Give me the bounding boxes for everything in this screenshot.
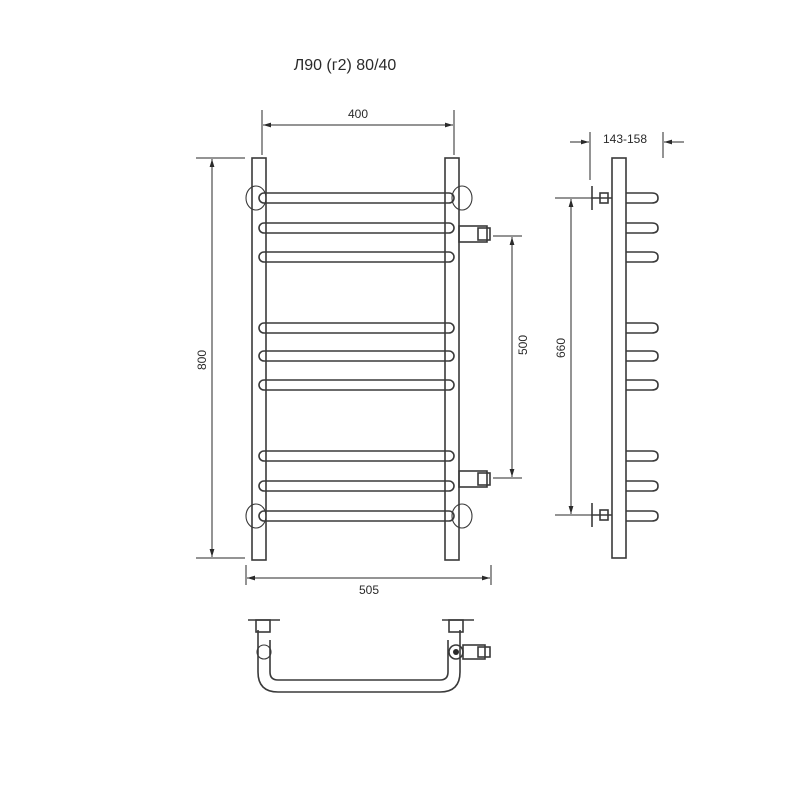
front-brackets [245,185,473,529]
dim-800: 800 [195,157,245,559]
side-rung [626,480,659,492]
dim-505: 505 [245,565,492,597]
drawing-title: Л90 (г2) 80/40 [294,57,397,74]
side-view [591,157,659,559]
side-rung [626,251,659,263]
dim-label-800: 800 [195,350,209,370]
front-rung [258,510,455,522]
left-post [251,157,267,561]
side-rung [626,510,659,522]
front-rung [258,192,455,204]
side-rung [626,222,659,234]
front-rungs [258,192,455,522]
dim-660: 660 [554,197,592,516]
side-rung [626,379,659,391]
side-rung [626,350,659,362]
front-rung [258,450,455,462]
connection-pipes [458,225,491,488]
side-rung [626,192,659,204]
front-rung [258,222,455,234]
front-rung [258,251,455,263]
side-rung [626,450,659,462]
front-rung [258,379,455,391]
top-view [248,619,491,693]
dim-143-158: 143-158 [570,132,684,180]
front-rung [258,322,455,334]
dim-label-500: 500 [516,335,530,355]
front-rung [258,350,455,362]
front-view [245,157,491,561]
dim-label-143-158: 143-158 [603,132,647,146]
dim-400: 400 [261,107,455,155]
side-brackets [591,186,612,527]
front-rung [258,480,455,492]
right-post [444,157,460,561]
side-post [611,157,627,559]
dim-label-660: 660 [554,338,568,358]
side-rung [626,322,659,334]
dim-label-505: 505 [359,583,379,597]
dim-500: 500 [493,235,530,479]
dim-label-400: 400 [348,107,368,121]
side-rungs [626,192,659,522]
